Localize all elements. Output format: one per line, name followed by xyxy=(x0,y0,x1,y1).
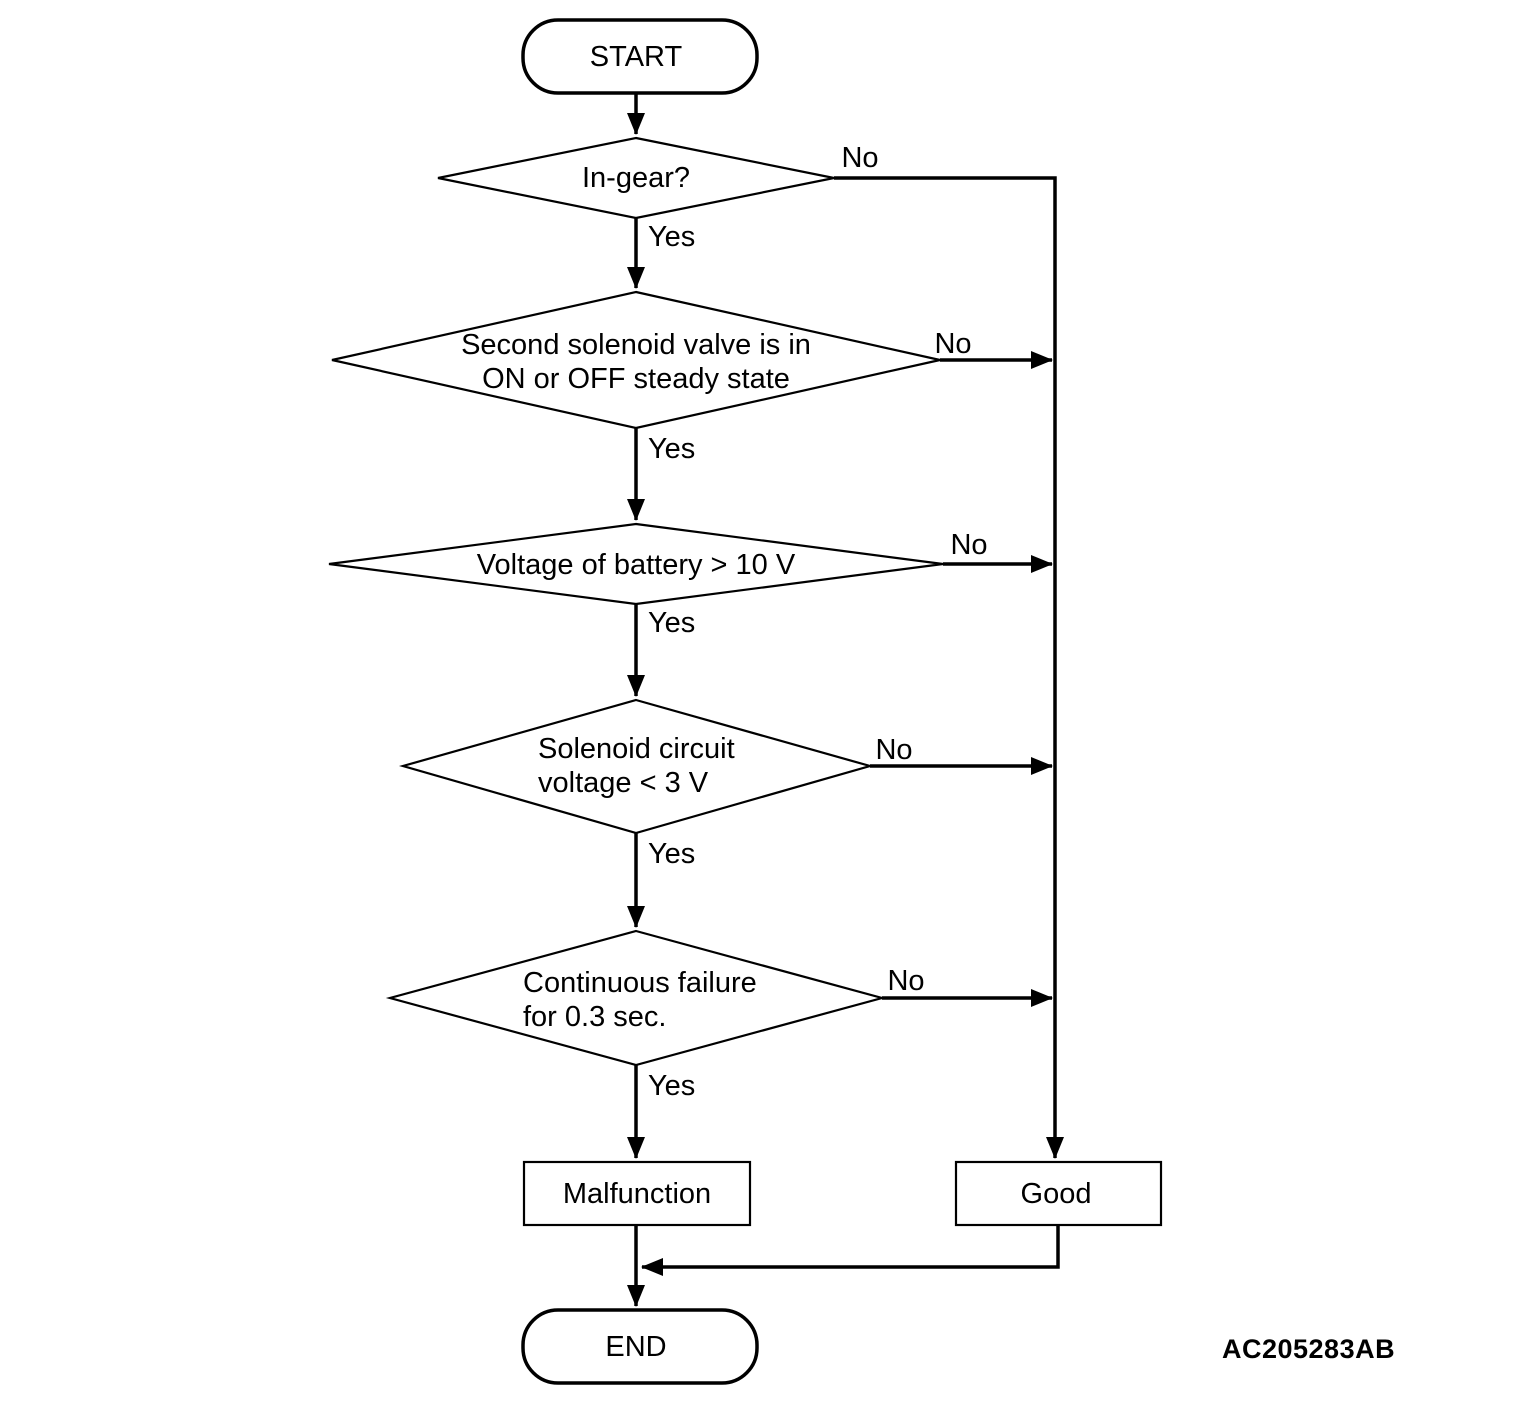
end-terminal-shape xyxy=(521,1308,759,1385)
label-solenoid-circuit-yes: Yes xyxy=(648,838,696,870)
decision-continuous-failure-line2: for 0.3 sec. xyxy=(523,1001,667,1033)
label-in-gear-no: No xyxy=(841,142,879,174)
decision-battery-voltage-label: Voltage of battery > 10 V xyxy=(476,549,796,581)
decision-solenoid-circuit-line1: Solenoid circuit xyxy=(538,733,735,765)
decision-solenoid-circuit-line2: voltage < 3 V xyxy=(538,767,709,799)
label-second-solenoid-yes: Yes xyxy=(648,433,696,465)
edge-good-to-end-junction xyxy=(641,1225,1060,1276)
malfunction-label: Malfunction xyxy=(562,1178,712,1210)
decision-second-solenoid-shape xyxy=(331,290,941,430)
label-continuous-failure-no: No xyxy=(887,965,925,997)
decision-second-solenoid-line1: Second solenoid valve is in xyxy=(461,329,811,361)
decision-second-solenoid-line2: ON or OFF steady state xyxy=(482,363,790,395)
label-in-gear-yes: Yes xyxy=(648,221,696,253)
decision-continuous-failure-line1: Continuous failure xyxy=(523,967,757,999)
malfunction-box-shape xyxy=(522,1160,752,1227)
label-solenoid-circuit-no: No xyxy=(875,734,913,766)
edge-in-gear-no-trunk xyxy=(834,176,1064,1159)
start-label: START xyxy=(589,41,683,73)
good-label: Good xyxy=(1020,1178,1092,1210)
decision-solenoid-circuit-shape xyxy=(398,698,875,835)
figure-code: AC205283AB xyxy=(1222,1334,1396,1364)
decision-in-gear-label: In-gear? xyxy=(581,162,691,194)
label-second-solenoid-no: No xyxy=(934,328,972,360)
good-box-shape xyxy=(954,1160,1163,1227)
decision-battery-voltage-shape xyxy=(328,522,944,606)
label-continuous-failure-yes: Yes xyxy=(648,1070,696,1102)
start-terminal-shape xyxy=(521,18,759,95)
label-battery-yes: Yes xyxy=(648,607,696,639)
decision-in-gear-shape xyxy=(437,136,835,220)
end-label: END xyxy=(605,1331,667,1363)
label-battery-no: No xyxy=(950,529,988,561)
decision-continuous-failure-shape xyxy=(385,929,887,1067)
